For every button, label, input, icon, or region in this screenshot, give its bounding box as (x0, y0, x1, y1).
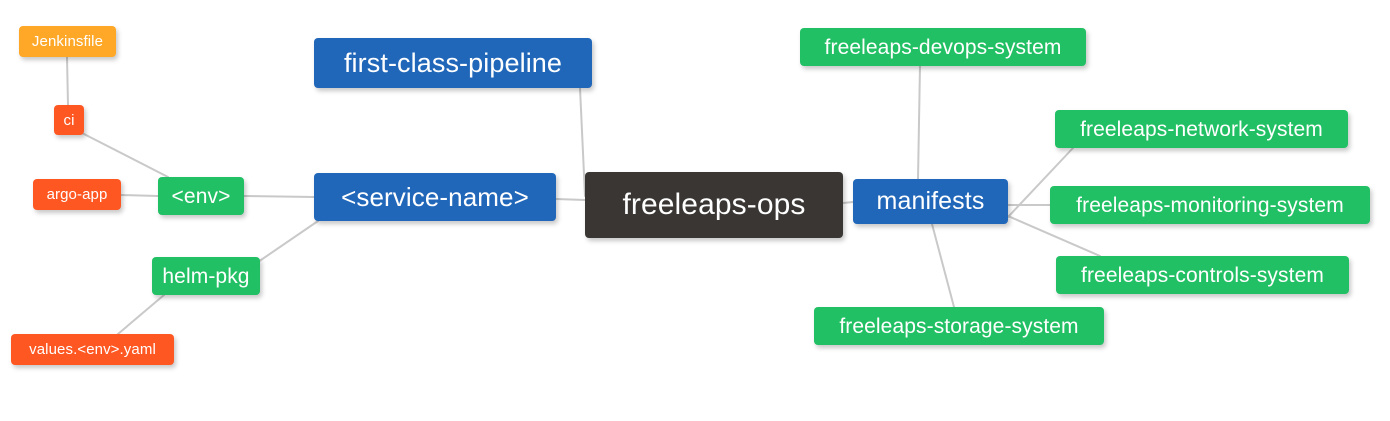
node-label: freeleaps-monitoring-system (1076, 193, 1344, 217)
mindmap-node-helm-pkg[interactable]: helm-pkg (152, 257, 260, 295)
node-label: helm-pkg (162, 264, 250, 288)
mindmap-node-values-yaml[interactable]: values.<env>.yaml (11, 334, 174, 365)
node-label: <env> (171, 184, 231, 208)
edge-service-name-to-env (243, 195, 315, 198)
edge-freeleaps-ops-to-service-name (555, 198, 586, 201)
node-label: values.<env>.yaml (29, 341, 156, 358)
node-label: freeleaps-devops-system (824, 35, 1062, 59)
mindmap-node-freeleaps-devops-system[interactable]: freeleaps-devops-system (800, 28, 1086, 66)
node-label: first-class-pipeline (343, 47, 563, 78)
mindmap-node-ci[interactable]: ci (54, 105, 84, 135)
edge-helm-pkg-to-values-yaml (117, 294, 165, 335)
mindmap-node-env[interactable]: <env> (158, 177, 244, 215)
mindmap-node-freeleaps-ops[interactable]: freeleaps-ops (585, 172, 843, 238)
mindmap-node-first-class-pipeline[interactable]: first-class-pipeline (314, 38, 592, 88)
node-label: argo-app (46, 186, 108, 203)
edge-env-to-ci (81, 132, 169, 178)
edge-manifests-to-freeleaps-devops-system (917, 65, 921, 180)
node-label: Jenkinsfile (31, 33, 104, 50)
node-label: freeleaps-storage-system (839, 314, 1079, 338)
edge-ci-to-jenkinsfile (66, 56, 69, 106)
mindmap-node-freeleaps-monitoring-system[interactable]: freeleaps-monitoring-system (1050, 186, 1370, 224)
edge-manifests-to-freeleaps-storage-system (931, 223, 955, 308)
mindmap-node-freeleaps-network-system[interactable]: freeleaps-network-system (1055, 110, 1348, 148)
node-label: <service-name> (341, 182, 529, 212)
node-label: manifests (876, 187, 985, 215)
mindmap-node-freeleaps-storage-system[interactable]: freeleaps-storage-system (814, 307, 1104, 345)
node-label: ci (63, 111, 75, 129)
mindmap-node-manifests[interactable]: manifests (853, 179, 1008, 224)
mindmap-node-jenkinsfile[interactable]: Jenkinsfile (19, 26, 116, 57)
node-label: freeleaps-controls-system (1081, 263, 1324, 287)
mindmap-node-argo-app[interactable]: argo-app (33, 179, 121, 210)
node-label: freeleaps-network-system (1080, 117, 1323, 141)
edge-service-name-to-helm-pkg (257, 220, 319, 263)
node-label: freeleaps-ops (622, 188, 806, 221)
mindmap-node-service-name[interactable]: <service-name> (314, 173, 556, 221)
edge-env-to-argo-app (120, 194, 159, 197)
mindmap-node-freeleaps-controls-system[interactable]: freeleaps-controls-system (1056, 256, 1349, 294)
edge-freeleaps-ops-to-manifests (842, 201, 854, 204)
